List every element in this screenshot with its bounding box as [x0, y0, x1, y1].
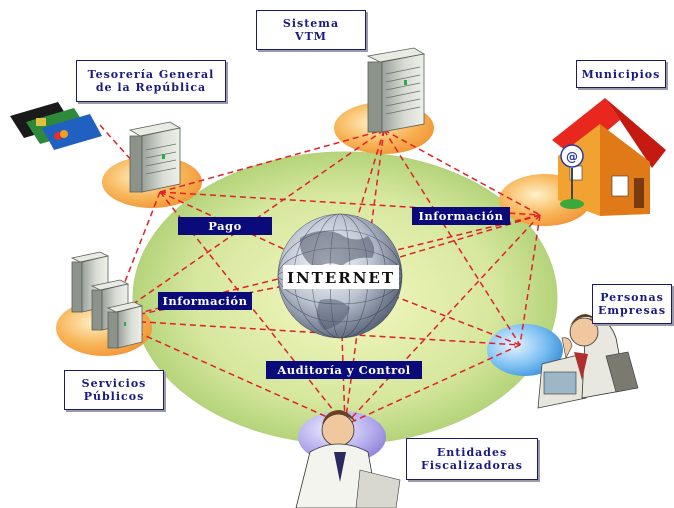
node-label-line: de la República — [95, 81, 207, 94]
edge-label-informacion: Información — [158, 292, 252, 310]
internet-label: INTERNET — [287, 269, 395, 287]
node-label-line: Públicos — [83, 390, 145, 403]
edge-label-informacion: Información — [412, 207, 510, 225]
node-label-sistema-vtm: Sistema VTM — [256, 10, 366, 50]
edge-label-pago: Pago — [178, 217, 272, 235]
node-label-municipios: Municipios — [576, 60, 666, 88]
node-label-line: Servicios — [81, 377, 147, 390]
credit-cards-icon — [10, 102, 102, 150]
internet-label-bg — [283, 265, 399, 289]
personas-disc — [487, 324, 563, 376]
node-label-servicios-publicos: Servicios Públicos — [64, 370, 164, 410]
node-label-line: Municipios — [581, 67, 661, 81]
node-label-personas-empresas: Personas Empresas — [592, 284, 672, 324]
server-icon — [366, 47, 426, 133]
node-label-line: Sistema — [282, 17, 340, 30]
server-cluster-icon — [70, 251, 144, 349]
house-icon: @ — [552, 98, 666, 216]
node-label-tesoreria: Tesorería General de la República — [76, 60, 226, 102]
node-label-line: Fiscalizadoras — [421, 459, 523, 472]
node-label-line: Entidades — [436, 446, 508, 459]
node-label-line: Tesorería General — [87, 68, 215, 81]
worker-icon — [295, 410, 401, 508]
server-icon — [128, 121, 182, 193]
svg-text:@: @ — [566, 150, 578, 164]
businessman-icon — [537, 314, 639, 409]
node-label-entidades-fiscalizadoras: Entidades Fiscalizadoras — [406, 438, 538, 480]
node-label-line: Personas — [600, 291, 664, 304]
edge-label-auditoria-control: Auditoría y Control — [266, 361, 422, 379]
node-label-line: Empresas — [597, 304, 667, 317]
node-label-line: VTM — [295, 30, 327, 43]
